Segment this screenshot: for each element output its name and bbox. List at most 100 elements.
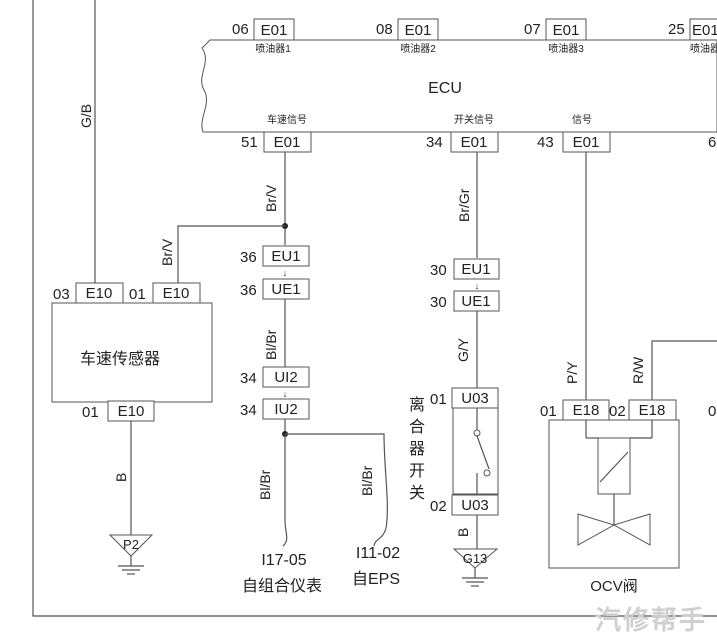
wire-to-sensor <box>177 225 285 284</box>
clutch-switch-box <box>452 407 499 495</box>
svg-text:30: 30 <box>430 262 447 279</box>
svg-text:IU2: IU2 <box>274 401 297 418</box>
solenoid-valve-icon <box>577 420 653 546</box>
ecu-top-pin: 25 E01 喷油器 <box>668 18 717 55</box>
wire-label-brv-left: Br/V <box>159 238 175 266</box>
svg-text:34: 34 <box>426 134 443 151</box>
svg-text:E01: E01 <box>405 22 432 39</box>
mate-arrow-icon: ↓ <box>475 281 480 291</box>
wire-to-eps <box>285 433 388 547</box>
wire-label-blbr-left: Bl/Br <box>257 469 273 500</box>
ocv-pin: 01 E18 <box>540 399 610 421</box>
svg-text:E01: E01 <box>692 22 717 39</box>
svg-text:合: 合 <box>409 418 425 436</box>
svg-text:喷油器: 喷油器 <box>690 42 717 55</box>
svg-text:G13: G13 <box>463 551 488 566</box>
connector-ue1-clutch: 30 UE1 <box>430 290 500 312</box>
svg-text:喷油器1: 喷油器1 <box>255 42 291 55</box>
svg-text:08: 08 <box>376 21 393 38</box>
ecu-bottom-pin: 开关信号 34 E01 <box>426 113 499 153</box>
ecu-bottom-pin: 信号 43 E01 <box>537 114 611 153</box>
ocv-label: OCV阀 <box>590 578 638 595</box>
svg-text:36: 36 <box>240 282 257 299</box>
mate-arrow-icon: ↓ <box>283 389 288 399</box>
speed-sensor-label: 车速传感器 <box>80 350 160 368</box>
svg-text:43: 43 <box>537 134 554 151</box>
svg-text:25: 25 <box>668 21 685 38</box>
wire-label-blbr-mid: Bl/Br <box>263 329 279 360</box>
ocv-pin-partial: 0 <box>708 403 716 420</box>
svg-text:E01: E01 <box>261 22 288 39</box>
connector-ue1: 36 UE1 <box>240 278 310 300</box>
svg-text:E10: E10 <box>163 285 190 302</box>
svg-text:U03: U03 <box>461 497 489 514</box>
svg-text:器: 器 <box>409 440 425 458</box>
svg-text:34: 34 <box>240 370 257 387</box>
svg-text:34: 34 <box>240 402 257 419</box>
svg-text:01: 01 <box>82 404 99 421</box>
wire-label-brv-top: Br/V <box>263 184 279 212</box>
svg-text:01: 01 <box>129 286 146 303</box>
svg-text:07: 07 <box>524 21 541 38</box>
clutch-switch-pin: 01 U03 <box>430 387 499 409</box>
connector-iu2: 34 IU2 <box>240 398 310 420</box>
svg-text:06: 06 <box>232 21 249 38</box>
svg-text:信号: 信号 <box>572 114 592 126</box>
speed-sensor-pin: 03 E10 <box>53 282 124 304</box>
watermark: 汽修帮手 <box>594 606 707 636</box>
wire-to-cluster <box>282 434 288 547</box>
connector-ui2: 34 UI2 <box>240 366 310 388</box>
svg-text:E01: E01 <box>573 134 600 151</box>
wire-label-b-left: B <box>113 473 129 482</box>
ecu-top-pin: 06 E01 喷油器1 <box>232 18 295 55</box>
svg-text:E01: E01 <box>553 22 580 39</box>
svg-text:车速信号: 车速信号 <box>267 113 307 126</box>
switch-contact-icon <box>473 408 491 494</box>
svg-text:02: 02 <box>609 403 626 420</box>
svg-text:01: 01 <box>430 391 447 408</box>
svg-text:02: 02 <box>430 498 447 515</box>
dest-name-eps: 自EPS <box>352 570 400 588</box>
svg-text:E10: E10 <box>86 285 113 302</box>
svg-text:30: 30 <box>430 294 447 311</box>
dest-name-cluster: 自组合仪表 <box>242 577 322 595</box>
svg-text:51: 51 <box>241 134 258 151</box>
connector-eu1: 36 EU1 <box>240 245 310 267</box>
mate-arrow-icon: ↓ <box>283 268 288 278</box>
wire-label-brgr: Br/Gr <box>456 188 472 222</box>
svg-text:喷油器3: 喷油器3 <box>548 42 584 55</box>
wire-rw <box>651 340 717 400</box>
connector-eu1-clutch: 30 EU1 <box>430 258 500 280</box>
wire-label-rw: R/W <box>630 356 646 384</box>
svg-text:E10: E10 <box>118 403 145 420</box>
svg-text:开关信号: 开关信号 <box>454 113 494 126</box>
wire-label-py: P/Y <box>564 361 580 384</box>
svg-text:EU1: EU1 <box>271 248 300 265</box>
ground-icon: P2 <box>108 534 154 575</box>
svg-text:03: 03 <box>53 286 70 303</box>
speed-sensor-pin: 01 E10 <box>129 282 201 304</box>
dest-code-eps: I11-02 <box>356 545 400 562</box>
ocv-pin: 02 E18 <box>609 399 677 421</box>
svg-text:喷油器2: 喷油器2 <box>400 42 436 55</box>
ground-icon: G13 <box>452 548 499 587</box>
wire-label-gb: G/B <box>78 104 94 128</box>
outer-frame <box>32 0 717 617</box>
svg-text:36: 36 <box>240 249 257 266</box>
svg-text:U03: U03 <box>461 390 489 407</box>
svg-text:E01: E01 <box>274 134 301 151</box>
svg-text:P2: P2 <box>123 537 139 552</box>
wire-label-b-clutch: B <box>455 528 471 537</box>
ecu-top-pin: 08 E01 喷油器2 <box>376 18 439 55</box>
dest-code-cluster: I17-05 <box>261 552 306 569</box>
svg-text:E18: E18 <box>573 402 600 419</box>
svg-text:开: 开 <box>409 463 425 480</box>
svg-text:关: 关 <box>409 484 425 502</box>
svg-text:E18: E18 <box>639 402 666 419</box>
svg-text:01: 01 <box>540 403 557 420</box>
svg-text:UI2: UI2 <box>274 369 297 386</box>
svg-text:E01: E01 <box>461 134 488 151</box>
speed-sensor-box <box>51 302 213 403</box>
clutch-switch-label: 离 合 器 开 关 <box>409 396 425 502</box>
